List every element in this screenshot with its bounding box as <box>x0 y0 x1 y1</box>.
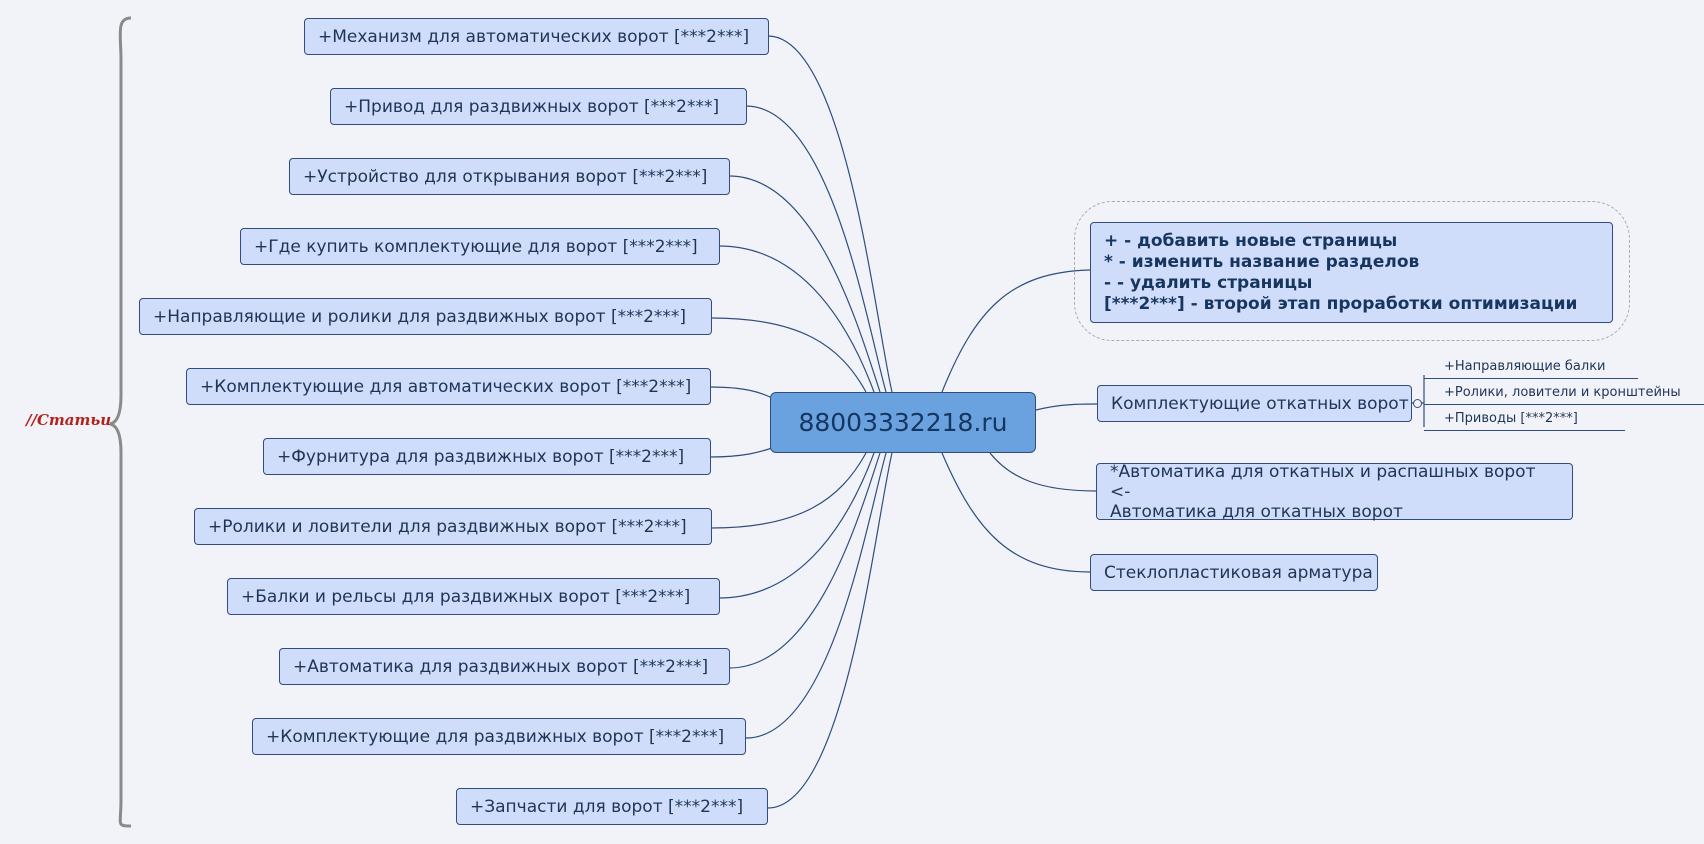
topic-sliding-components[interactable]: +Комплектующие для раздвижных ворот [***… <box>252 718 746 755</box>
legend-cloud <box>1074 201 1630 341</box>
topic-fittings[interactable]: +Фурнитура для раздвижных ворот [***2***… <box>263 438 711 475</box>
link-left-1 <box>767 35 893 393</box>
topic-sliding-automation[interactable]: +Автоматика для раздвижных ворот [***2**… <box>279 648 730 685</box>
subtopic-rollers-brackets[interactable]: +Ролики, ловители и кронштейны <box>1424 385 1704 405</box>
topic-fiberglass-rebar[interactable]: Стеклопластиковая арматура <box>1090 554 1378 591</box>
legend-delete: - - удалить страницы <box>1104 273 1313 293</box>
subtopic-guide-beams[interactable]: +Направляющие балки <box>1424 359 1638 379</box>
link-right-auto <box>989 452 1097 492</box>
link-left-2 <box>745 105 887 393</box>
topic-guides-rollers[interactable]: +Направляющие и ролики для раздвижных во… <box>139 298 712 335</box>
topic-auto-components[interactable]: +Комплектующие для автоматических ворот … <box>186 368 711 405</box>
link-left-6 <box>709 386 773 399</box>
topic-beams-rails[interactable]: +Балки и рельсы для раздвижных ворот [**… <box>227 578 720 615</box>
link-right-components <box>1035 403 1098 411</box>
legend-stage2: [***2***] - второй этап проработки оптим… <box>1104 294 1578 314</box>
topic-spare-parts[interactable]: +Запчасти для ворот [***2***] <box>456 788 768 825</box>
link-left-12 <box>767 452 893 809</box>
legend-add: + - добавить новые страницы <box>1104 231 1398 251</box>
brace <box>109 16 132 828</box>
link-right-legend <box>941 269 1091 393</box>
link-left-11 <box>745 452 887 739</box>
legend-box[interactable]: + - добавить новые страницы * - изменить… <box>1090 222 1613 323</box>
topic-automation-sliding-swing[interactable]: *Автоматика для откатных и распашных вор… <box>1096 462 1573 522</box>
topic-where-to-buy[interactable]: +Где купить комплектующие для ворот [***… <box>240 228 720 265</box>
central-topic[interactable]: 88003332218.ru <box>770 392 1036 453</box>
topic-rollers-catchers[interactable]: +Ролики и ловители для раздвижных ворот … <box>194 508 712 545</box>
topic-sliding-gate-components[interactable]: Комплектующие откатных ворот <box>1097 385 1412 422</box>
articles-label: //Статьи <box>26 411 112 429</box>
topic-sliding-drive[interactable]: +Привод для раздвижных ворот [***2***] <box>330 88 747 125</box>
link-left-5 <box>710 317 867 393</box>
link-left-8 <box>710 452 867 529</box>
link-left-10 <box>728 452 881 669</box>
link-left-4 <box>718 245 875 393</box>
link-left-7 <box>709 447 773 458</box>
topic-gate-mechanism[interactable]: +Механизм для автоматических ворот [***2… <box>304 18 769 55</box>
legend-rename: * - изменить название разделов <box>1104 252 1420 272</box>
collapse-toggle[interactable] <box>1413 399 1422 408</box>
link-left-3 <box>728 175 881 393</box>
link-right-fiberglass <box>941 452 1091 573</box>
topic-opening-device[interactable]: +Устройство для открывания ворот [***2**… <box>289 158 730 195</box>
link-left-9 <box>718 452 875 599</box>
subtopic-drives[interactable]: +Приводы [***2***] <box>1424 411 1625 431</box>
